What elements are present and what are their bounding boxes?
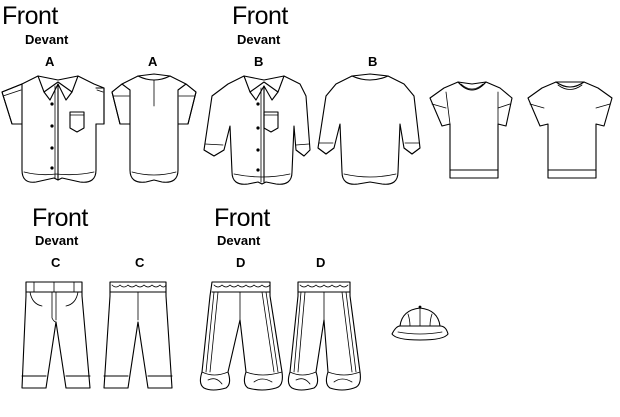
view-label-a-back: A (148, 54, 158, 69)
pants-d-back (287, 281, 361, 391)
group-d-devant-label: Devant (217, 233, 261, 248)
group-b-devant-label: Devant (237, 32, 281, 47)
shirt-a-back (111, 73, 197, 183)
view-label-b-back: B (368, 54, 378, 69)
view-label-d-back: D (316, 255, 326, 270)
view-label-a-front: A (45, 54, 55, 69)
view-label-c-back: C (135, 255, 145, 270)
pants-c-back (103, 281, 173, 389)
shirt-b-front (203, 75, 311, 185)
group-b-front-label: Front (232, 2, 288, 30)
group-d-front-label: Front (214, 204, 270, 232)
group-a-devant-label: Devant (25, 32, 69, 47)
group-c-devant-label: Devant (35, 233, 79, 248)
view-label-d-front: D (236, 255, 246, 270)
bucket-hat (391, 305, 449, 341)
tshirt-back (527, 81, 613, 179)
tshirt-front (429, 81, 513, 179)
view-label-b-front: B (254, 54, 264, 69)
pants-c-front (21, 281, 91, 389)
pants-d-front (199, 281, 283, 391)
shirt-a-front (1, 75, 105, 183)
group-c-front-label: Front (32, 204, 88, 232)
view-label-c-front: C (51, 255, 61, 270)
group-a-front-label: Front (2, 2, 58, 30)
shirt-b-back (317, 73, 421, 185)
